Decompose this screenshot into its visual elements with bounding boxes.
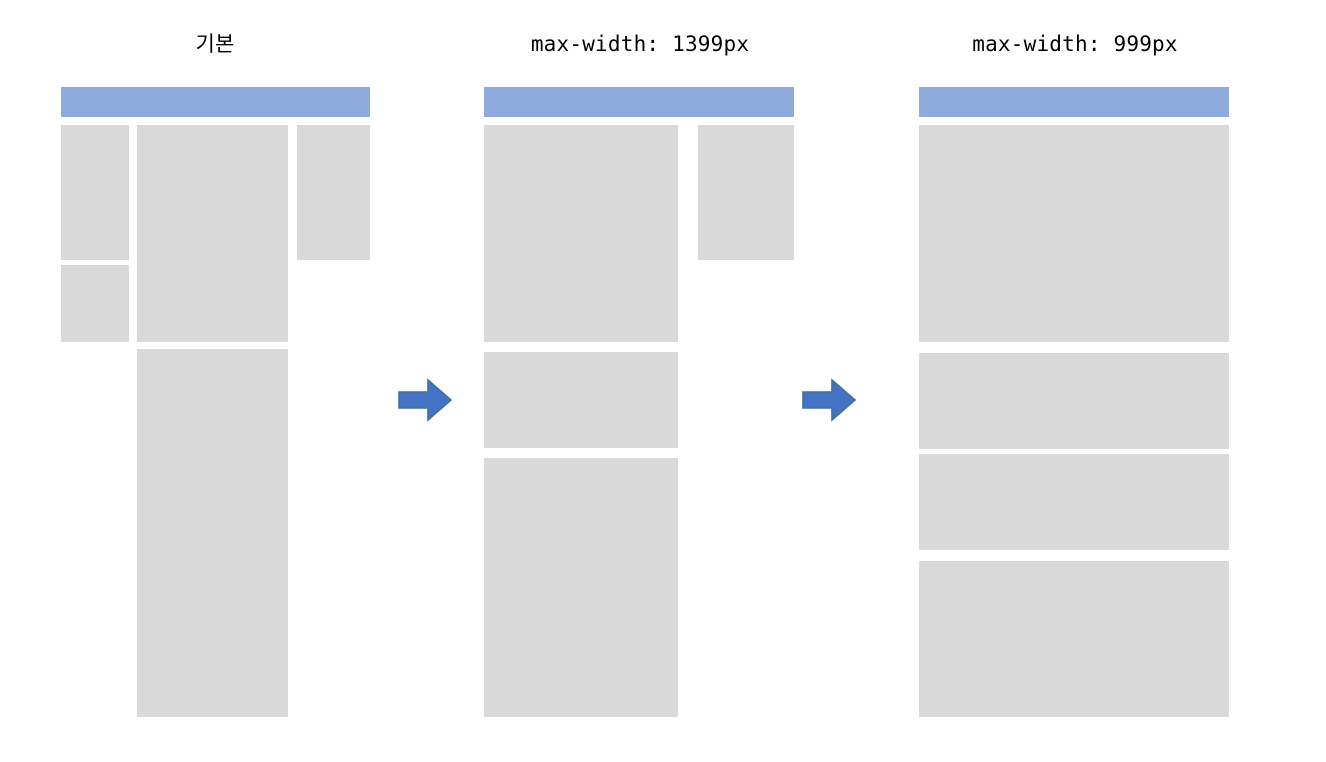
sidebar-block-bottom-default: [61, 265, 129, 342]
stacked-block-2-bp-999: [919, 353, 1229, 449]
wireframe-bp-1399: [0, 0, 794, 762]
stacked-block-1-bp-999: [919, 125, 1229, 342]
footer-block-bp-1399: [484, 458, 678, 717]
footer-block-default: [137, 349, 288, 717]
main-block-default: [137, 125, 288, 342]
sidebar-block-top-default: [61, 125, 129, 260]
transition-arrow-2: [801, 377, 857, 423]
aside-block-default: [297, 125, 370, 260]
column-caption-default: 기본: [195, 32, 235, 56]
header-bar-default: [61, 87, 370, 117]
stacked-block-4-bp-999: [919, 561, 1229, 717]
main-block-bp-1399: [484, 125, 678, 342]
column-caption-bp-999: max-width: 999px: [972, 32, 1178, 56]
transition-arrow-1: [397, 377, 453, 423]
secondary-block-bp-1399: [484, 352, 678, 448]
header-bar-bp-999: [919, 87, 1229, 117]
header-bar-bp-1399: [484, 87, 794, 117]
wireframe-bp-999: [0, 0, 1229, 762]
wireframe-default: [0, 0, 400, 762]
aside-block-bp-1399: [698, 125, 794, 260]
column-caption-bp-1399: max-width: 1399px: [530, 32, 750, 56]
stacked-block-3-bp-999: [919, 454, 1229, 550]
